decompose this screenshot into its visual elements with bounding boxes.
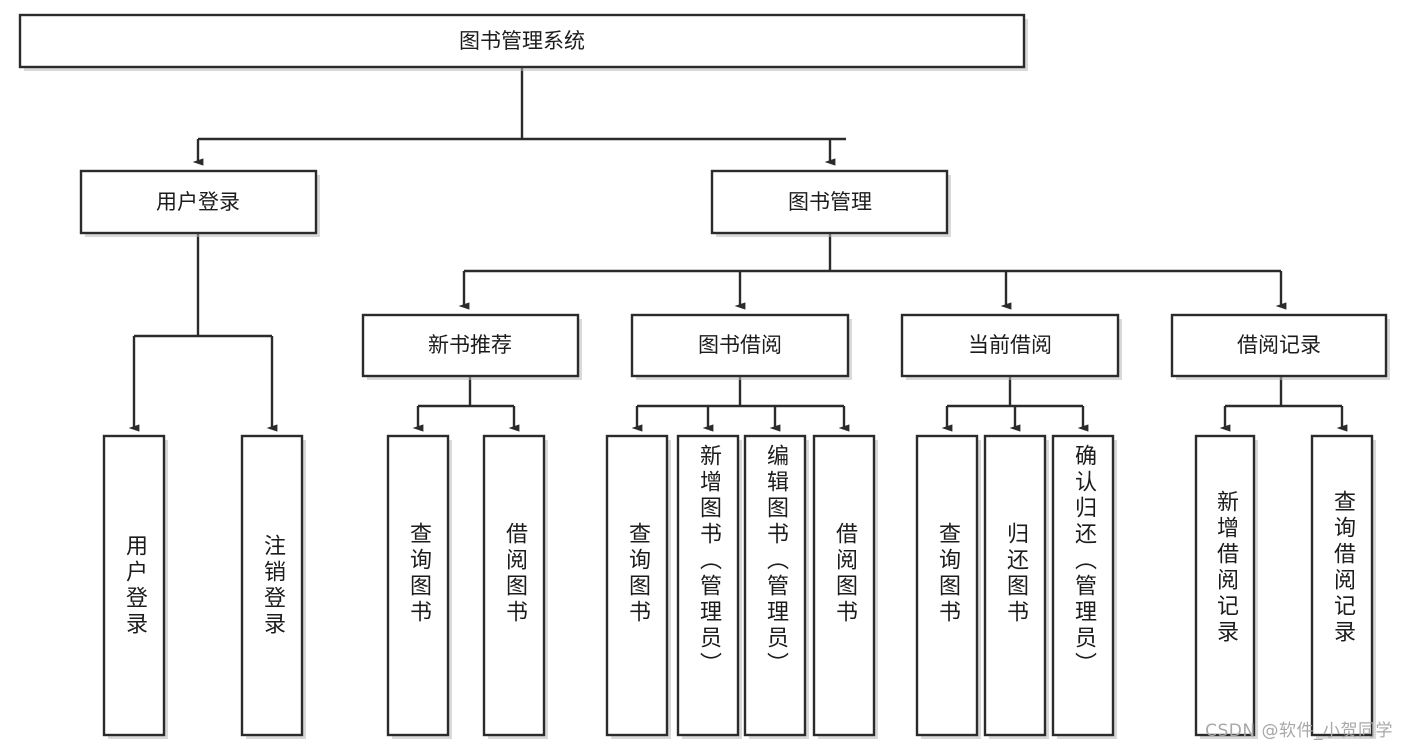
leaf-query-book-1-box[interactable] xyxy=(386,434,450,737)
node-borrow-record[interactable]: 借阅记录 xyxy=(1170,313,1390,380)
node-current-borrow[interactable]: 当前借阅 xyxy=(900,313,1122,380)
node-new-book-recommend[interactable]: 新书推荐 xyxy=(361,313,582,380)
node-user-login-label: 用户登录 xyxy=(156,190,240,214)
node-current-borrow-box xyxy=(900,313,1120,378)
node-book-manage[interactable]: 图书管理 xyxy=(710,169,951,237)
node-borrow-record-label: 借阅记录 xyxy=(1237,333,1321,357)
node-root-label: 图书管理系统 xyxy=(459,29,585,53)
node-user-login-box xyxy=(79,169,318,235)
node-root-box xyxy=(18,13,1026,69)
leaf-query-book-3-box[interactable] xyxy=(915,434,979,737)
node-book-manage-box xyxy=(710,169,949,235)
leaf-edit-book-box[interactable] xyxy=(743,434,807,737)
leaf-borrow-book-2-box[interactable] xyxy=(812,434,876,737)
leaf-confirm-return-box[interactable] xyxy=(1051,434,1115,737)
connector-layer xyxy=(128,67,1348,432)
leaf-query-book-2-box[interactable] xyxy=(605,434,669,737)
node-book-borrow-box xyxy=(630,313,850,378)
leaf-borrow-book-1-box[interactable] xyxy=(482,434,546,737)
leaf-return-book-box[interactable] xyxy=(983,434,1047,737)
node-book-borrow[interactable]: 图书借阅 xyxy=(630,313,852,380)
node-new-book-recommend-box xyxy=(361,313,580,378)
csdn-watermark: CSDN @软件_小贺同学 xyxy=(1205,721,1393,741)
node-book-borrow-label: 图书借阅 xyxy=(698,333,782,357)
leaf-add-record-box[interactable] xyxy=(1194,434,1256,737)
leaf-logout-box[interactable] xyxy=(240,434,304,737)
leaf-add-book-box[interactable] xyxy=(676,434,740,737)
leaf-user-login-box[interactable] xyxy=(102,434,166,737)
leaf-query-record-box[interactable] xyxy=(1310,434,1374,737)
node-new-book-recommend-label: 新书推荐 xyxy=(428,333,512,357)
node-book-manage-label: 图书管理 xyxy=(788,190,872,214)
node-root[interactable]: 图书管理系统 xyxy=(18,13,1028,71)
node-current-borrow-label: 当前借阅 xyxy=(968,333,1052,357)
leaf-boxes xyxy=(102,434,1376,739)
node-borrow-record-box xyxy=(1170,313,1388,378)
node-user-login[interactable]: 用户登录 xyxy=(79,169,320,237)
